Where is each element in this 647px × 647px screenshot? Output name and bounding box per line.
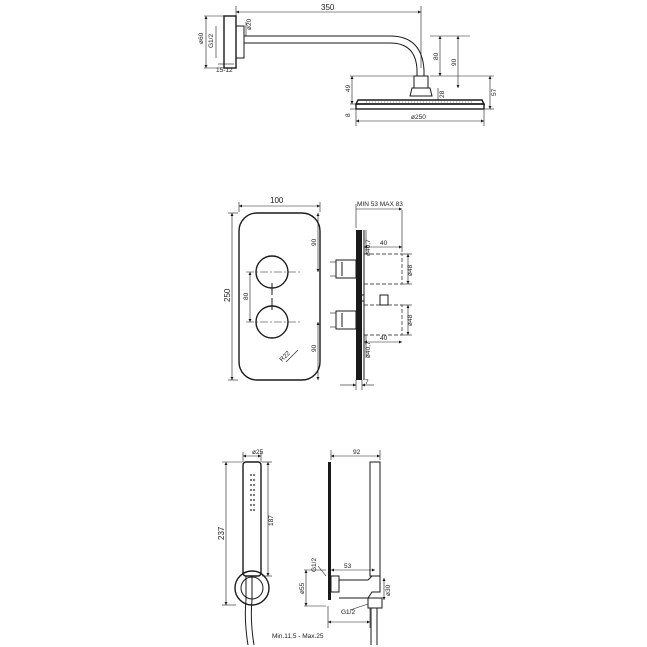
flange-collar — [235, 25, 245, 59]
dim-pipe-dia: ø20 — [246, 18, 253, 30]
dim-thread: G1/2 — [208, 34, 215, 48]
shower-head-view: 350 ø60 G1/2 ø20 15-12 80 90 57 28 49 8 — [198, 3, 498, 126]
wall-flange — [223, 15, 237, 69]
dim-knob-depth-top: 40 — [380, 240, 388, 247]
dim-drop-90: 90 — [451, 58, 458, 66]
dim-top-offset: 90 — [311, 238, 318, 246]
bottom-fitting — [367, 597, 383, 609]
shower-plate — [355, 103, 485, 110]
hose-side — [370, 608, 378, 645]
joint-collar — [413, 75, 429, 89]
mixer-plate-front-view: 100 250 90 80 90 R22 — [223, 196, 321, 381]
arm-pipe-bottom — [244, 42, 418, 76]
dim-body-dia-bottom: ø48 — [407, 314, 414, 326]
dim-plate-8: 8 — [345, 113, 352, 117]
dim-knob-depth-bottom: 40 — [380, 335, 388, 342]
dim-arm-length: 350 — [321, 3, 335, 12]
dim-depth-range: MIN 53 MAX 83 — [357, 201, 403, 208]
dim-corner-radius: R22 — [278, 350, 292, 364]
mixer-plate-outline — [238, 212, 321, 381]
valve-body-bottom — [363, 304, 403, 336]
dim-wall-depth: 15-12 — [216, 67, 233, 74]
dim-bottom-offset: 90 — [311, 344, 318, 352]
spray-holes — [250, 474, 255, 511]
arm-pipe-top — [244, 35, 425, 76]
ball-joint — [409, 87, 433, 97]
dim-projection: 92 — [353, 449, 361, 456]
dim-plate-height: 250 — [223, 288, 232, 302]
dim-joint-28: 28 — [439, 90, 446, 98]
dim-outlet-dia: ø55 — [299, 582, 306, 594]
knob-top-side — [335, 259, 357, 279]
dim-holder-dia: ø30 — [385, 584, 392, 596]
dim-knob-dia-bottom: ø40,7 — [365, 341, 372, 358]
dim-wall-height: ø60 — [198, 32, 205, 44]
mixer-plate-section — [356, 230, 362, 380]
dim-plate-thickness: 7 — [365, 379, 369, 386]
wall-line — [328, 462, 331, 600]
mixer-side-view: MIN 53 MAX 83 ø40,7 40 ø48 ø48 40 ø40,7 … — [330, 201, 414, 390]
knob-bottom-side — [335, 310, 357, 330]
elbow-arm — [339, 575, 381, 599]
hand-shower-side-view: 92 G1/2 ø55 53 ø30 G1/2 Min.11,5 - Max.2… — [272, 449, 392, 645]
outlet-bracket — [330, 575, 340, 593]
hand-shower-handle — [242, 461, 262, 577]
hand-shower-side — [369, 461, 381, 577]
dim-head-dia: ø250 — [411, 114, 426, 121]
dim-drop-80: 80 — [433, 52, 440, 60]
hand-shower-front-view: ø25 187 237 — [217, 449, 275, 646]
dim-head-height: 57 — [491, 88, 498, 96]
dim-plate-width: 100 — [270, 196, 284, 205]
valve-body-top — [363, 253, 403, 285]
dim-handle-length: 187 — [268, 515, 275, 526]
dim-thread-top: G1/2 — [311, 558, 318, 572]
dim-joint-49: 49 — [345, 84, 352, 92]
dim-body-dia-top: ø48 — [407, 264, 414, 276]
hose-left — [244, 576, 249, 646]
dim-knob-spacing: 80 — [243, 292, 250, 300]
dim-wall-range: Min.11,5 - Max.25 — [272, 633, 324, 640]
dim-knob-dia-top: ø40,7 — [365, 239, 372, 256]
dim-handle-dia: ø25 — [252, 449, 264, 456]
dim-elbow-offset: 53 — [344, 563, 352, 570]
hose-right — [250, 576, 255, 646]
dim-total-height: 237 — [217, 526, 226, 540]
dim-thread-bottom: G1/2 — [341, 609, 355, 616]
